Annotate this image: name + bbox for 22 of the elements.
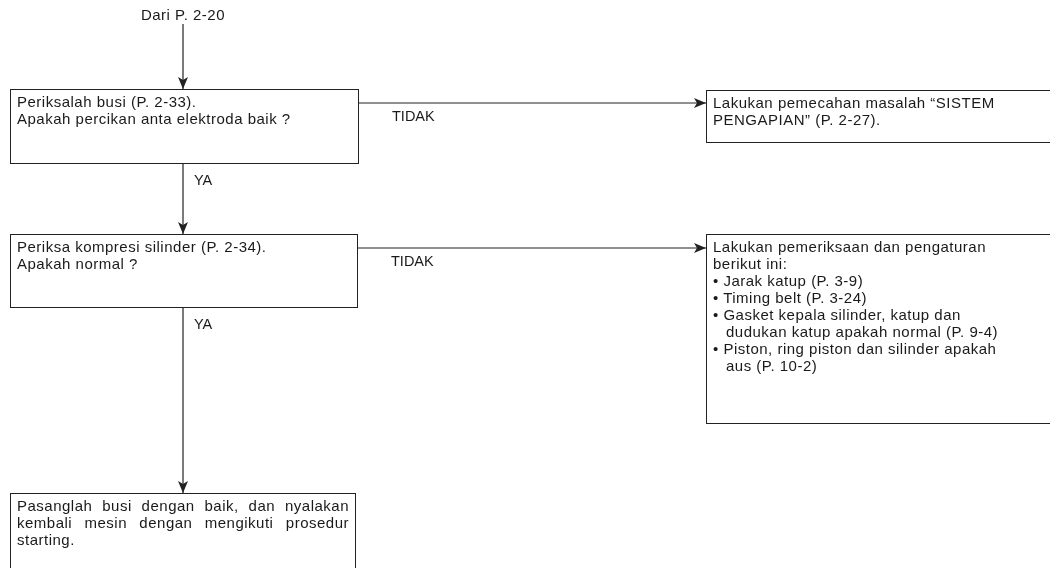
box-text: Pasanglah busi dengan baik, dan nyalakan kembali mesin dengan mengikuti prosedur starting. [17, 497, 349, 548]
box-text: Apakah normal ? [17, 255, 139, 272]
bullet-item: • Jarak katup (P. 3-9) [713, 272, 865, 289]
action-box [706, 234, 1050, 424]
box-text: Periksa kompresi silinder (P. 2-34). [17, 238, 268, 255]
box-text: Lakukan pemeriksaan dan pengaturan berikut ini: [713, 238, 988, 272]
box-text: Apakah percikan anta elektroda baik ? [17, 110, 292, 127]
arrow [178, 307, 188, 494]
action-box [706, 90, 1050, 143]
decision-box [10, 89, 359, 164]
source-label: Dari P. 2-20 [120, 6, 246, 24]
arrow [358, 98, 707, 108]
bullet-item: • Gasket kepala silinder, katup dan dudukan katup apakah normal (P. 9-4) [713, 306, 1000, 340]
action-box [10, 493, 356, 568]
decision-box [10, 234, 358, 308]
arrow [178, 23, 188, 90]
box-text: Periksalah busi (P. 2-33). [17, 93, 198, 110]
bullet-item: • Timing belt (P. 3-24) [713, 289, 869, 306]
bullet-item: • Piston, ring piston dan silinder apakah aus (P. 10-2) [713, 340, 998, 374]
arrow [357, 243, 707, 253]
arrow [178, 163, 188, 235]
box-text: Lakukan pemecahan masalah “SISTEM PENGAPIAN” (P. 2-27). [713, 94, 996, 128]
